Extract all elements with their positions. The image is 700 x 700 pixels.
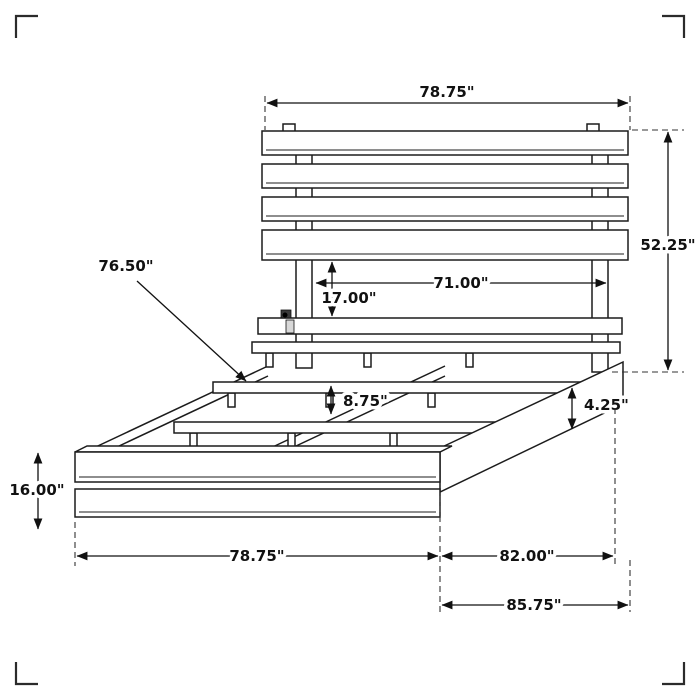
dim-label-headboard-width: 78.75" xyxy=(419,83,474,101)
back-rail xyxy=(257,317,623,335)
dim-label-headboard-height: 52.25" xyxy=(640,236,695,254)
slat-support-leg xyxy=(427,392,436,408)
dimension-slat-clearance: 8.75" xyxy=(326,385,391,415)
dimension-headboard-width: 78.75" xyxy=(264,80,631,130)
dimension-slat-rail-length: 76.50" xyxy=(95,254,247,382)
headboard-slat-2 xyxy=(261,163,629,189)
bracket-hardware xyxy=(280,309,295,334)
left-side-rail-top xyxy=(84,365,269,453)
footboard-board-2 xyxy=(74,488,441,518)
headboard-slat-4 xyxy=(261,229,629,261)
slat-support-leg xyxy=(389,432,398,448)
slat-support-leg xyxy=(363,352,372,368)
dim-label-slat-rail-length: 76.50" xyxy=(98,257,153,275)
dim-label-overall-depth: 85.75" xyxy=(506,596,561,614)
corner-mark-bottom-right xyxy=(662,662,686,686)
corner-mark-bottom-left xyxy=(14,662,38,686)
footboard xyxy=(74,445,453,518)
bed-slat-strip-1 xyxy=(251,341,621,354)
footboard-top-edge xyxy=(74,445,453,453)
dim-label-footboard-height: 16.00" xyxy=(9,481,64,499)
dimension-headboard-to-deck: 17.00" xyxy=(318,261,380,317)
dimension-headboard-height: 52.25" xyxy=(612,129,699,373)
slat-support-leg xyxy=(325,392,334,408)
headboard-slat-3 xyxy=(261,196,629,222)
bracket-bolt xyxy=(282,312,288,318)
leader-arrow xyxy=(136,280,247,382)
dim-label-headboard-to-deck: 17.00" xyxy=(321,289,376,307)
corner-marks xyxy=(14,14,686,686)
corner-mark-top-left xyxy=(14,14,38,38)
dim-label-slat-clearance: 8.75" xyxy=(343,392,388,410)
bed-slat-strip-2 xyxy=(212,381,582,394)
dim-label-frame-width: 78.75" xyxy=(229,547,284,565)
dim-label-inner-width: 71.00" xyxy=(433,274,488,292)
dimension-footboard-height: 16.00" xyxy=(6,452,68,530)
slat-support-leg xyxy=(287,432,296,448)
dimension-inner-width: 71.00" xyxy=(315,271,607,296)
slat-support-leg xyxy=(189,432,198,448)
headboard-slat-1 xyxy=(261,130,629,156)
dim-label-frame-depth: 82.00" xyxy=(499,547,554,565)
dimension-frame-width: 78.75" xyxy=(74,496,441,614)
slat-support-leg xyxy=(265,352,274,368)
dimension-frame-depth: 82.00" xyxy=(441,408,616,569)
dim-label-side-rail-height: 4.25" xyxy=(584,396,629,414)
dimension-overall-depth: 85.75" xyxy=(441,560,631,618)
dimension-side-rail-height: 4.25" xyxy=(567,387,632,430)
slat-support-leg xyxy=(465,352,474,368)
headboard xyxy=(261,123,629,261)
bed-deck xyxy=(84,309,624,494)
bracket-body xyxy=(285,319,295,334)
slat-support-leg xyxy=(227,392,236,408)
corner-mark-top-right xyxy=(662,14,686,38)
footboard-board-1 xyxy=(74,451,441,483)
